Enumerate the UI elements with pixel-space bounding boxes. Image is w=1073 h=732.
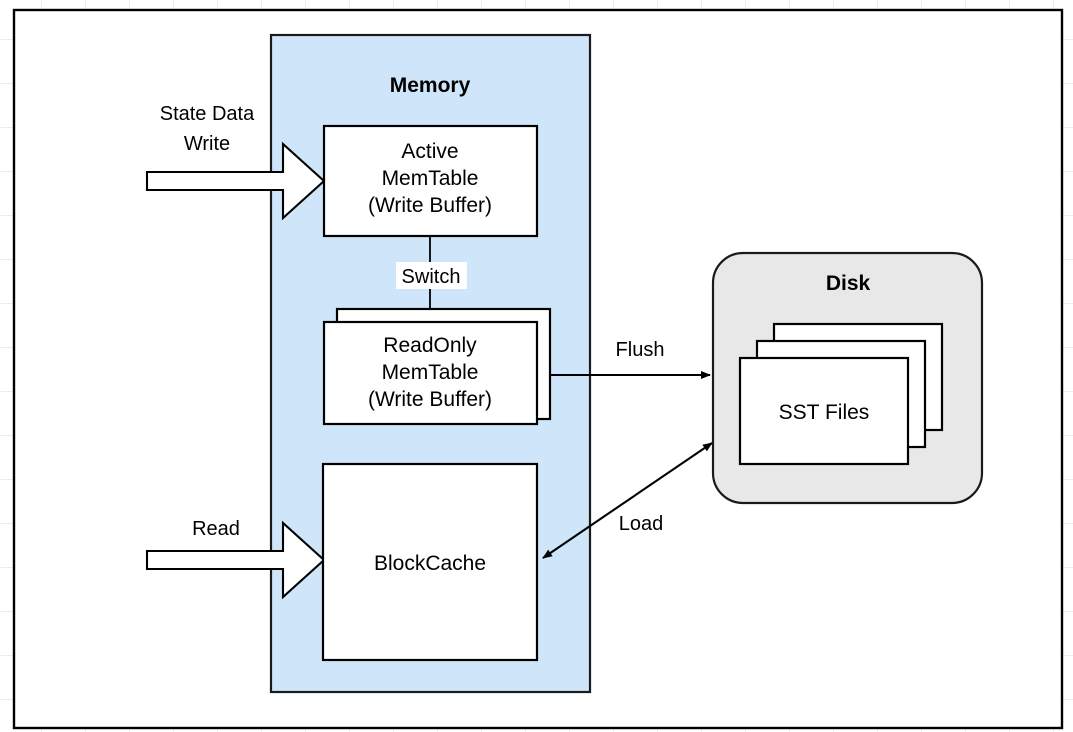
block-cache-box[interactable]	[321, 462, 539, 662]
diagram-outer-frame	[12, 8, 1064, 730]
readonly-memtable-box-front[interactable]	[322, 320, 539, 426]
readonly-memtable-label-line1: ReadOnly	[383, 334, 477, 357]
read-input-label: Read	[192, 518, 240, 540]
active-memtable-label-line1: Active	[401, 140, 458, 163]
block-cache-label: BlockCache	[374, 552, 486, 575]
active-memtable-label-line3: (Write Buffer)	[368, 194, 492, 217]
active-memtable-label-line2: MemTable	[382, 167, 479, 190]
load-edge-label: Load	[619, 513, 664, 535]
write-block-arrow[interactable]	[145, 141, 326, 221]
memory-panel-title: Memory	[390, 74, 471, 97]
write-input-label-line1: State Data	[160, 103, 255, 125]
readonly-memtable-label-line3: (Write Buffer)	[368, 388, 492, 411]
write-input-label-line2: Write	[184, 133, 230, 155]
readonly-memtable-label-line2: MemTable	[382, 361, 479, 384]
load-arrow[interactable]	[542, 442, 713, 559]
switch-edge-label: Switch	[402, 266, 461, 288]
sst-files-label: SST Files	[779, 401, 870, 424]
switch-label-background	[396, 262, 467, 289]
flush-edge-label: Flush	[616, 339, 665, 361]
disk-panel-title: Disk	[826, 272, 871, 295]
read-block-arrow[interactable]	[145, 520, 326, 600]
sst-files-box-front[interactable]	[738, 356, 910, 466]
